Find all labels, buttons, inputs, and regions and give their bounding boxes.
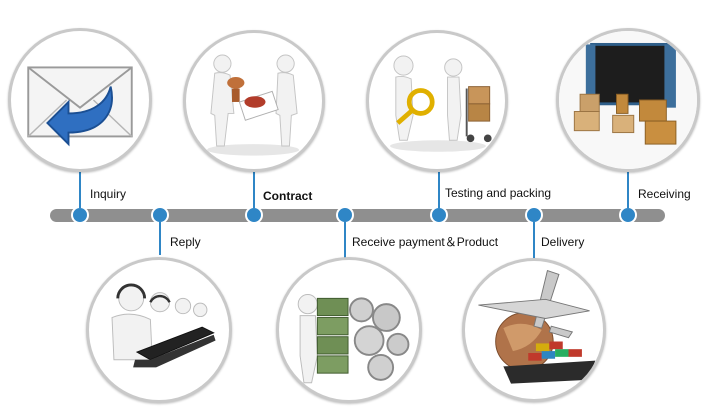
- reply-illustration: [86, 257, 232, 403]
- label-inquiry: Inquiry: [90, 187, 127, 201]
- connector-delivery: [533, 222, 535, 260]
- receive-payment-illustration: [276, 257, 422, 403]
- node-receiving: [619, 206, 637, 224]
- stamp-contract-icon: [207, 54, 300, 156]
- connector-inquiry: [79, 172, 81, 208]
- inspection-boxes-icon: [390, 55, 492, 152]
- contract-illustration: [183, 30, 325, 172]
- connector-reply: [159, 222, 161, 255]
- node-contract: [245, 206, 263, 224]
- connector-testing-packing: [438, 172, 440, 208]
- connector-contract: [253, 172, 255, 208]
- connector-receiving: [627, 172, 629, 208]
- testing-packing-illustration: [366, 30, 508, 172]
- money-gears-icon: [297, 294, 410, 384]
- container-boxes-icon: [559, 31, 697, 169]
- label-receiving: Receiving: [638, 187, 691, 201]
- connector-receive-payment: [344, 222, 346, 258]
- label-reply: Reply: [170, 235, 201, 249]
- node-testing-packing: [430, 206, 448, 224]
- label-delivery: Delivery: [541, 235, 585, 249]
- delivery-illustration: [462, 258, 606, 402]
- label-receive-payment: Receive payment＆Product: [352, 235, 499, 249]
- plane-ship-globe-icon: [478, 269, 596, 384]
- label-testing-packing: Testing and packing: [445, 186, 552, 200]
- node-inquiry: [71, 206, 89, 224]
- inquiry-illustration: [8, 28, 152, 172]
- timeline-bar: [50, 209, 665, 222]
- receiving-illustration: [556, 28, 700, 172]
- label-contract: Contract: [263, 189, 313, 203]
- call-center-operators-icon: [111, 283, 216, 368]
- envelope-reply-icon: [27, 66, 133, 147]
